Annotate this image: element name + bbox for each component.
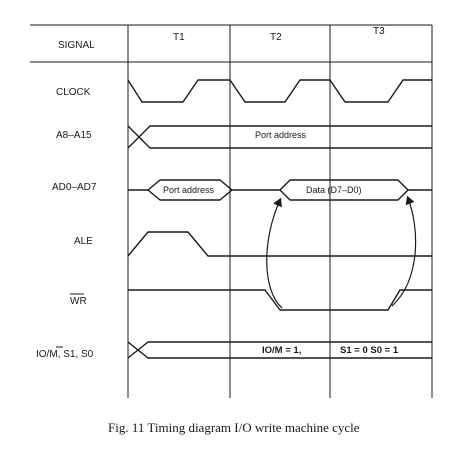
figure-caption: Fig. 11 Timing diagram I/O write machine… <box>108 420 360 435</box>
label-ale: ALE <box>74 236 93 247</box>
ad0-ad7-data: Data (D7–D0) <box>306 185 362 195</box>
io-m-wave <box>127 341 432 359</box>
ad0-ad7-wave <box>128 179 432 201</box>
label-wr: WR <box>70 296 87 307</box>
label-a8-a15: A8–A15 <box>56 130 92 141</box>
header-t2: T2 <box>270 32 282 43</box>
header-t3: T3 <box>373 26 385 37</box>
ad0-ad7-port-address: Port address <box>163 185 215 195</box>
header-t1: T1 <box>173 32 185 43</box>
wr-wave <box>128 289 432 311</box>
arrow-wr-to-data-end <box>391 195 417 307</box>
label-clock: CLOCK <box>56 87 91 98</box>
arrow-wr-to-data-start <box>266 197 283 309</box>
label-io-m: IO/M, S1, S0 <box>36 349 94 360</box>
status-value: S1 = 0 S0 = 1 <box>340 345 399 356</box>
grid <box>30 24 433 398</box>
a8-a15-port-address: Port address <box>255 130 307 140</box>
a8-a15-wave <box>127 125 432 149</box>
clock-wave <box>127 79 432 103</box>
io-m-value: IO/M = 1, <box>262 345 301 356</box>
label-ad0-ad7: AD0–AD7 <box>52 182 97 193</box>
ale-wave <box>127 231 432 257</box>
header-signal: SIGNAL <box>58 40 95 51</box>
